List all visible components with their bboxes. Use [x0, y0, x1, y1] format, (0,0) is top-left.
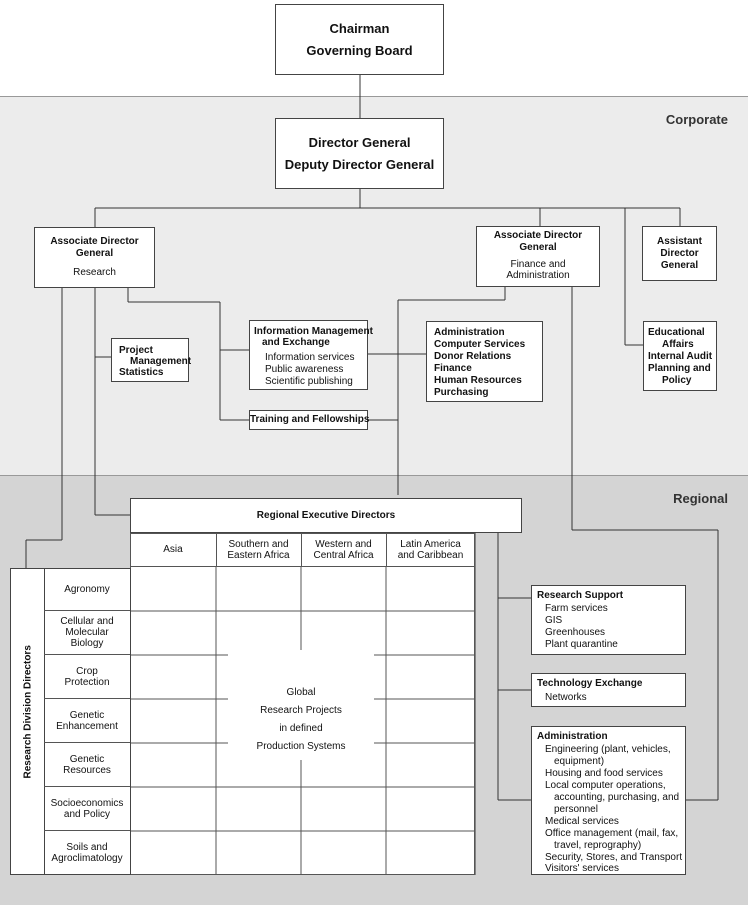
regional-label: Regional [673, 491, 728, 506]
info-item-2: Public awareness [265, 364, 344, 375]
governing-board-title: Governing Board [306, 43, 413, 58]
tech-exchange-title: Technology Exchange [537, 678, 643, 689]
admin-item-office: Office management (mail, fax, travel, re… [545, 828, 679, 851]
administration-regional-box: Administration Engineering (plant, vehic… [531, 726, 686, 875]
admin-item-medical: Medical services [545, 816, 619, 827]
research-support-title: Research Support [537, 590, 624, 601]
project-mgmt-1: Project [119, 345, 153, 356]
edu-1: Educational [648, 327, 705, 338]
info-management-box: Information Management and Exchange Info… [249, 320, 373, 390]
admin-item-visitors: Visitors' services [545, 863, 619, 874]
admin-corp-1: Administration [434, 327, 505, 338]
rs-item-1: Farm services [545, 603, 608, 614]
division-directors-label-box: Research Division Directors [10, 568, 44, 875]
division-agronomy: Agronomy [44, 568, 130, 611]
adg-research-title-2: General [75, 248, 114, 259]
adg-finance-sub-1: Finance and [510, 259, 566, 270]
admin-corporate-box: Administration Computer Services Donor R… [426, 321, 543, 402]
chairman-title: Chairman [329, 21, 390, 36]
project-mgmt-3: Statistics [119, 367, 164, 378]
info-item-3: Scientific publishing [265, 376, 353, 387]
rs-item-4: Plant quarantine [545, 639, 618, 650]
administration-title: Administration [537, 731, 608, 742]
director-general-title: Director General [308, 135, 411, 150]
project-mgmt-2: Management [130, 356, 192, 367]
adg-finance-title-1: Associate Director [493, 230, 583, 241]
educational-affairs-box: Educational Affairs Internal Audit Plann… [643, 321, 717, 391]
training-box: Training and Fellowships [249, 410, 370, 430]
admin-corp-6: Purchasing [434, 387, 489, 398]
deputy-director-general-title: Deputy Director General [284, 157, 435, 172]
adg-finance-box: Associate Director General Finance and A… [476, 226, 600, 287]
assistant-dg-3: General [660, 260, 699, 271]
info-mgmt-title-1: Information Management [254, 326, 373, 337]
assistant-dg-2: Director [660, 248, 699, 259]
admin-corp-4: Finance [434, 363, 472, 374]
division-directors-label: Research Division Directors [22, 645, 34, 779]
admin-item-security: Security, Stores, and Transport [545, 852, 683, 863]
assistant-dg-box: Assistant Director General [642, 226, 717, 281]
tech-exchange-item-1: Networks [545, 692, 587, 703]
adg-research-title-1: Associate Director [50, 236, 139, 247]
rs-item-3: Greenhouses [545, 627, 606, 638]
admin-item-engineering: Engineering (plant, vehicles, equipment) [545, 744, 671, 767]
info-item-1: Information services [265, 352, 355, 363]
regional-exec-box: Regional Executive Directors [130, 498, 522, 533]
admin-item-local-computer: Local computer operations, accounting, p… [545, 780, 680, 815]
admin-corp-3: Donor Relations [434, 351, 512, 362]
adg-research-sub: Research [73, 267, 116, 278]
rs-item-2: GIS [545, 615, 563, 626]
research-support-box: Research Support Farm services GIS Green… [531, 585, 686, 655]
divisions-column [44, 568, 131, 875]
admin-corp-5: Human Resources [434, 375, 522, 386]
director-general-box: Director General Deputy Director General [275, 118, 444, 189]
edu-4: Planning and [648, 363, 711, 374]
edu-5: Policy [662, 375, 692, 386]
admin-item-housing: Housing and food services [545, 768, 663, 779]
adg-research-box: Associate Director General Research [34, 227, 155, 288]
admin-corp-2: Computer Services [434, 339, 526, 350]
project-management-box: Project Management Statistics [111, 338, 192, 382]
region-header-asia: Asia [130, 533, 217, 567]
training-label: Training and Fellowships [250, 414, 370, 425]
edu-3: Internal Audit [648, 351, 713, 362]
info-mgmt-title-2: and Exchange [262, 337, 330, 348]
global-research-text: Global Research Projects in defined Prod… [256, 687, 346, 752]
technology-exchange-box: Technology Exchange Networks [531, 673, 686, 707]
corporate-label: Corporate [665, 112, 728, 127]
assistant-dg-1: Assistant [656, 236, 702, 247]
adg-finance-title-2: General [519, 242, 557, 253]
chairman-box: Chairman Governing Board [275, 4, 444, 75]
adg-finance-sub-2: Administration [506, 270, 570, 281]
edu-2: Affairs [662, 339, 694, 350]
regional-exec-label: Regional Executive Directors [256, 510, 396, 521]
